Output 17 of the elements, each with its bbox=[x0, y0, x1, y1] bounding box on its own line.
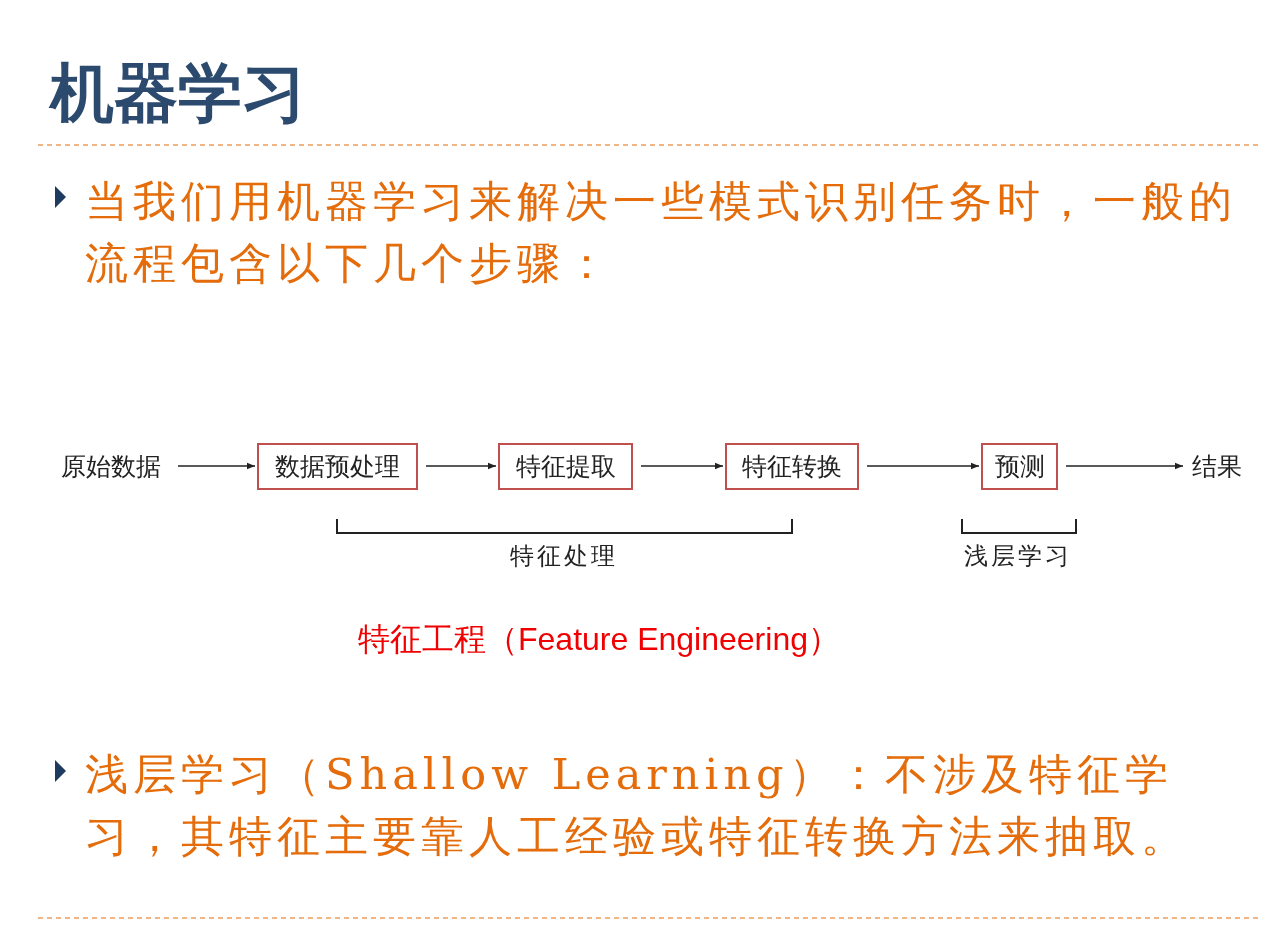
arrow bbox=[640, 462, 724, 470]
slide-title: 机器学习 bbox=[50, 58, 306, 129]
bullet-text: 浅层学习（Shallow Learning）：不涉及特征学习，其特征主要靠人工经验或特征转换方法来抽取。 bbox=[85, 748, 1190, 863]
arrow bbox=[425, 462, 497, 470]
annotation-text: 特征工程（Feature Engineering） bbox=[358, 620, 840, 659]
bullet-text: 当我们用机器学习来解决一些模式识别任务时，一般的流程包含以下几个步骤： bbox=[85, 175, 1238, 290]
bracket-label: 浅层学习 bbox=[964, 541, 1072, 572]
process-box: 数据预处理 bbox=[257, 443, 418, 490]
process-box: 特征提取 bbox=[498, 443, 633, 490]
node-text: 原始数据 bbox=[52, 446, 170, 486]
arrow bbox=[1065, 462, 1184, 470]
process-box: 预测 bbox=[981, 443, 1058, 490]
process-box: 特征转换 bbox=[725, 443, 859, 490]
arrow bbox=[177, 462, 256, 470]
arrow bbox=[866, 462, 980, 470]
node-text: 结果 bbox=[1185, 446, 1249, 486]
bracket-label: 特征处理 bbox=[510, 541, 618, 572]
